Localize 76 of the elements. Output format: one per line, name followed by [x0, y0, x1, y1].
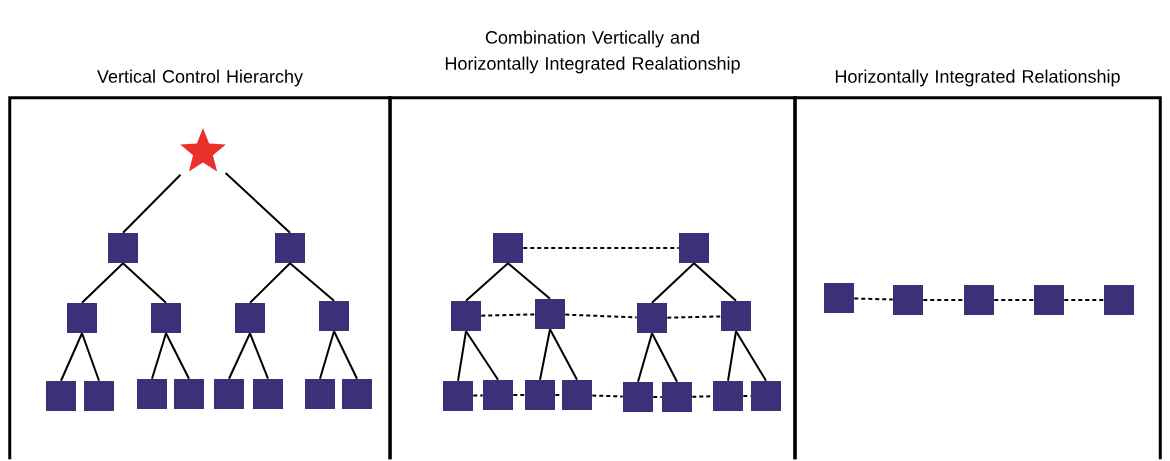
connector-line	[735, 330, 767, 382]
panel-heading: Horizontally Integrated Relationship	[835, 69, 1120, 87]
square	[275, 233, 305, 263]
connector-line	[249, 332, 269, 380]
square	[84, 381, 114, 411]
square	[751, 381, 781, 411]
square	[67, 303, 97, 333]
panel-heading: Vertical Control Hierarchy	[97, 69, 303, 87]
star	[180, 128, 226, 172]
square	[535, 299, 565, 329]
square	[1034, 285, 1064, 315]
connector-line	[465, 330, 499, 381]
connector-line	[81, 262, 124, 304]
connector-line	[651, 262, 695, 304]
square	[562, 380, 592, 410]
connector-line	[539, 328, 551, 381]
connector-line	[693, 262, 737, 302]
square	[151, 303, 181, 333]
connector-line	[1063, 299, 1105, 301]
square	[483, 380, 513, 410]
connector-line	[549, 328, 578, 381]
square	[893, 285, 923, 315]
connector-line	[522, 247, 680, 249]
connector-line	[507, 262, 551, 300]
connector-line	[122, 173, 182, 234]
connector-line	[319, 330, 335, 380]
square	[137, 379, 167, 409]
square	[637, 303, 667, 333]
panel-heading: Combination Vertically and Horizontally Integrated Realationship	[445, 30, 740, 74]
square	[443, 381, 473, 411]
connector-line	[564, 313, 638, 319]
connector-line	[60, 332, 83, 382]
square	[214, 379, 244, 409]
square	[662, 382, 692, 412]
square	[253, 379, 283, 409]
square	[824, 283, 854, 313]
connector-line	[81, 332, 100, 382]
connector-line	[224, 171, 291, 234]
connector-line	[472, 394, 484, 397]
connector-line	[591, 394, 624, 398]
connector-line	[457, 330, 467, 382]
square	[108, 233, 138, 263]
connector-line	[480, 313, 536, 317]
connector-line	[993, 299, 1035, 301]
connector-line	[289, 262, 335, 302]
square	[713, 381, 743, 411]
square	[342, 379, 372, 409]
connector-line	[249, 262, 291, 304]
square	[721, 301, 751, 331]
connector-line	[151, 332, 167, 380]
connector-line	[228, 332, 251, 380]
connector-line	[666, 315, 722, 319]
square	[46, 381, 76, 411]
square	[679, 233, 709, 263]
connector-line	[122, 262, 167, 304]
square	[305, 379, 335, 409]
square	[235, 303, 265, 333]
connector-line	[637, 332, 653, 383]
connector-line	[651, 332, 678, 383]
square	[623, 382, 653, 412]
square	[525, 380, 555, 410]
connector-line	[165, 332, 190, 380]
connector-line	[727, 330, 737, 382]
connector-line	[333, 330, 358, 380]
square	[1104, 285, 1134, 315]
square	[964, 285, 994, 315]
connector-line	[512, 394, 526, 396]
connector-line	[922, 299, 965, 301]
square	[319, 301, 349, 331]
square	[493, 233, 523, 263]
connector-line	[465, 262, 509, 302]
square	[451, 301, 481, 331]
connector-line	[742, 395, 752, 397]
connector-line	[652, 396, 663, 398]
square	[174, 379, 204, 409]
connector-line	[853, 297, 894, 301]
